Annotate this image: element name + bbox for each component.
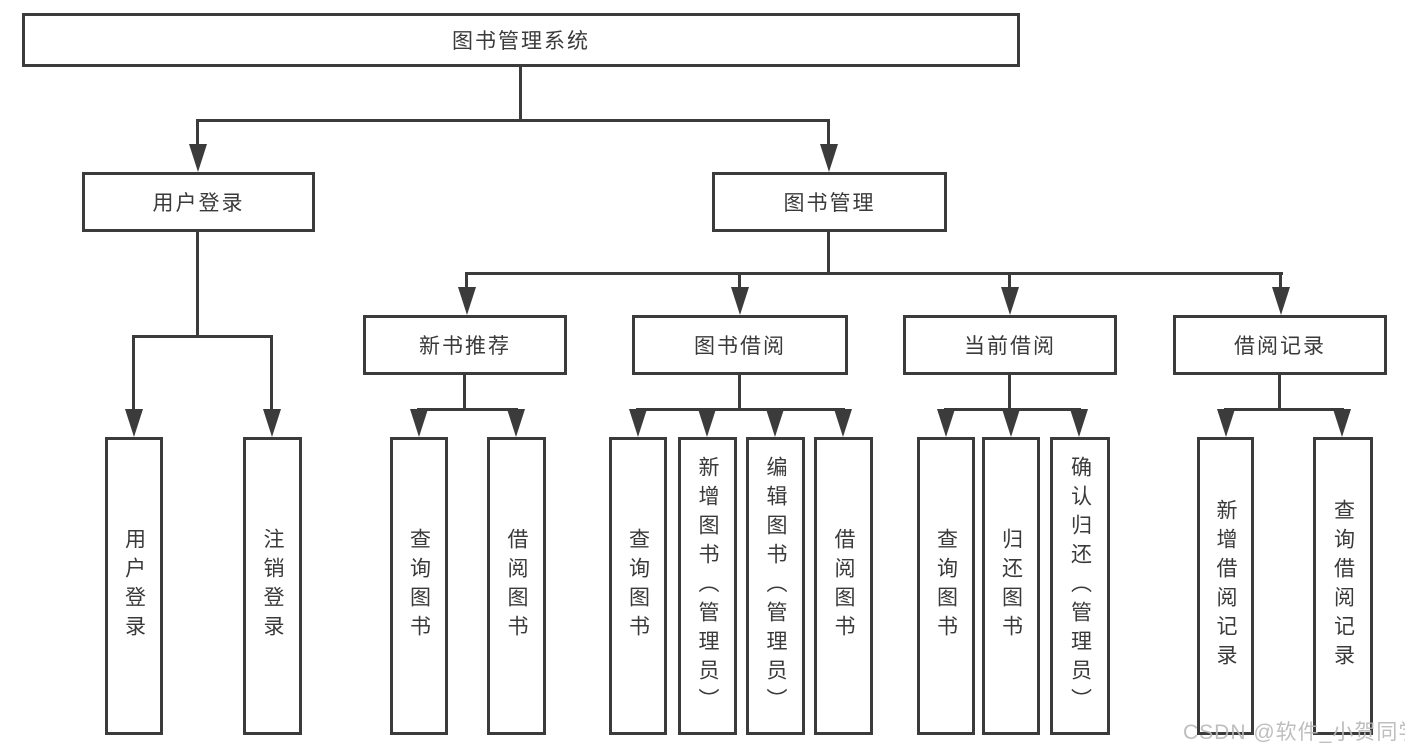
leaf-label: 查询图书	[626, 528, 650, 644]
node-label: 借阅记录	[1234, 335, 1326, 358]
leaf-borrow-books-recommend: 借阅图书	[487, 437, 546, 735]
arrow-down-icon	[1001, 287, 1019, 315]
arrow-down-icon	[507, 409, 525, 437]
leaf-user-login: 用户登录	[105, 437, 163, 735]
connector-recommend-stem	[463, 375, 466, 411]
leaf-label: 新增图书（管理员）	[696, 455, 719, 717]
leaf-add-book-admin: 新增图书（管理员）	[678, 437, 737, 735]
node-user-login: 用户登录	[82, 172, 315, 232]
connector-recommend-bar	[417, 408, 518, 411]
connector-user-login-stem	[196, 232, 199, 337]
arrow-down-icon	[125, 409, 143, 437]
connector-drop-leaf	[270, 335, 273, 412]
leaf-label: 查询图书	[407, 528, 431, 644]
arrow-down-icon	[820, 144, 838, 172]
arrow-down-icon	[1070, 409, 1088, 437]
leaf-label: 注销登录	[261, 528, 284, 644]
leaf-return-books: 归还图书	[982, 437, 1040, 735]
connector-current-stem	[1008, 375, 1011, 411]
leaf-borrow-books-borrowing: 借阅图书	[814, 437, 873, 735]
node-label: 图书管理	[783, 192, 876, 215]
connector-root-stem	[519, 67, 522, 121]
connector-root-bar	[196, 119, 830, 122]
leaf-query-borrow-record: 查询借阅记录	[1313, 437, 1373, 735]
node-current-borrowing: 当前借阅	[903, 315, 1117, 375]
arrow-down-icon	[1333, 409, 1351, 437]
node-label: 用户登录	[152, 192, 245, 215]
node-label: 当前借阅	[964, 335, 1056, 358]
leaf-query-books-borrowing: 查询图书	[609, 437, 667, 735]
arrow-down-icon	[189, 144, 207, 172]
connector-records-stem	[1278, 375, 1281, 411]
arrow-down-icon	[766, 409, 784, 437]
connector-book-management-bar	[465, 272, 1283, 275]
leaf-add-borrow-record: 新增借阅记录	[1197, 437, 1254, 735]
node-label: 图书借阅	[694, 335, 786, 358]
leaf-label: 借阅图书	[832, 528, 855, 644]
arrow-down-icon	[937, 409, 955, 437]
connector-book-management-stem	[827, 232, 830, 275]
node-borrowing-records: 借阅记录	[1173, 315, 1387, 375]
arrow-down-icon	[410, 409, 428, 437]
node-book-management: 图书管理	[712, 172, 947, 232]
leaf-label: 编辑图书（管理员）	[764, 455, 787, 717]
arrow-down-icon	[629, 409, 647, 437]
leaf-query-books-current: 查询图书	[917, 437, 975, 735]
leaf-label: 借阅图书	[505, 528, 528, 644]
connector-borrowing-stem	[738, 375, 741, 411]
node-library-management-system: 图书管理系统	[22, 13, 1020, 67]
arrow-down-icon	[1002, 409, 1020, 437]
arrow-down-icon	[263, 409, 281, 437]
node-book-borrowing: 图书借阅	[632, 315, 848, 375]
leaf-label: 查询图书	[934, 528, 958, 644]
connector-drop-level3	[1279, 272, 1282, 292]
connector-drop-user-login	[196, 119, 199, 147]
leaf-query-books-recommend: 查询图书	[390, 437, 448, 735]
arrow-down-icon	[1272, 287, 1290, 315]
node-label: 新书推荐	[419, 335, 511, 358]
leaf-label: 归还图书	[999, 528, 1023, 644]
connector-drop-level3	[465, 272, 468, 292]
arrow-down-icon	[458, 287, 476, 315]
leaf-label: 用户登录	[122, 528, 146, 644]
node-label: 图书管理系统	[452, 30, 590, 53]
arrow-down-icon	[1217, 409, 1235, 437]
connector-records-bar	[1224, 408, 1344, 411]
connector-borrowing-bar	[636, 408, 845, 411]
arrow-down-icon	[834, 409, 852, 437]
arrow-down-icon	[698, 409, 716, 437]
watermark: CSDN @软件_小贺同学	[1183, 721, 1405, 744]
leaf-logout: 注销登录	[243, 437, 302, 735]
connector-user-login-bar	[132, 335, 273, 338]
leaf-confirm-return-admin: 确认归还（管理员）	[1050, 437, 1110, 735]
connector-drop-book-management	[827, 119, 830, 147]
leaf-label: 查询借阅记录	[1331, 499, 1355, 673]
arrow-down-icon	[731, 287, 749, 315]
leaf-label: 新增借阅记录	[1214, 499, 1237, 673]
connector-drop-leaf	[132, 335, 135, 412]
leaf-label: 确认归还（管理员）	[1068, 455, 1092, 717]
connector-drop-level3	[1008, 272, 1011, 292]
leaf-edit-book-admin: 编辑图书（管理员）	[746, 437, 805, 735]
connector-drop-level3	[738, 272, 741, 292]
node-new-book-recommendation: 新书推荐	[363, 315, 567, 375]
